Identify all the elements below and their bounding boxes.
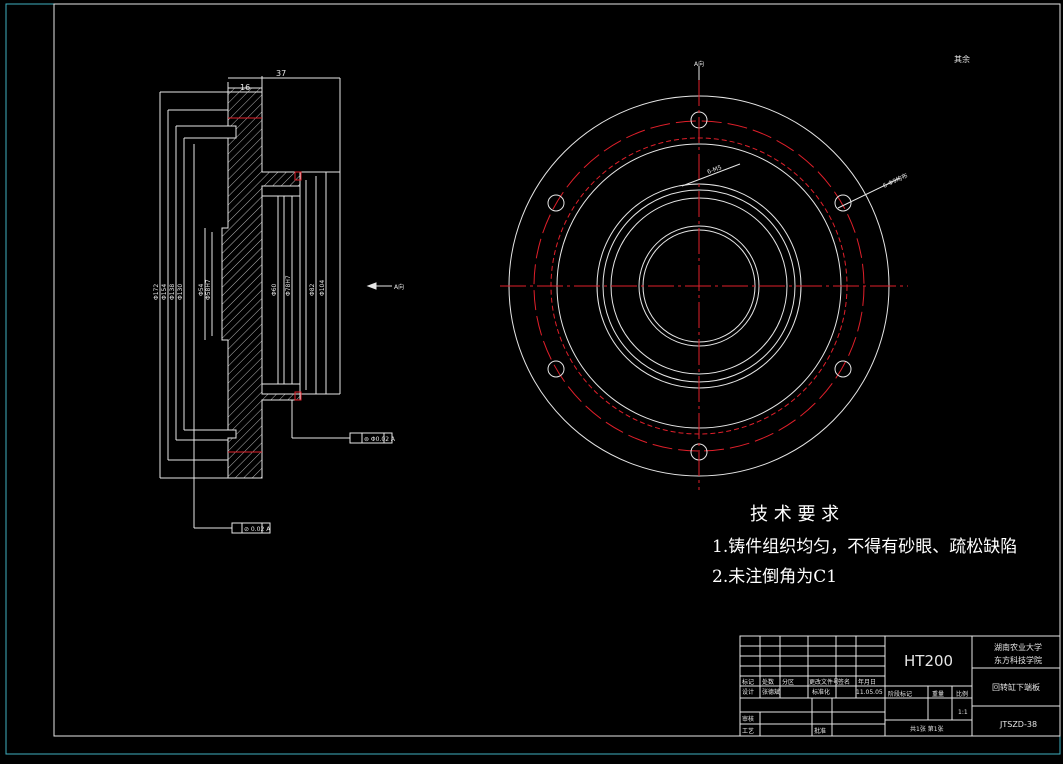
tb-header: 处数 <box>762 678 774 686</box>
tb-review: 审核 <box>742 715 754 723</box>
tb-scale-label: 比例 <box>956 690 968 698</box>
dia-label: Φ78H7 <box>285 275 292 296</box>
title-block <box>739 635 1061 737</box>
drawing-border <box>53 3 1061 737</box>
tb-school-2: 东方科技学院 <box>994 655 1042 665</box>
dim-overall: 37 <box>276 69 286 78</box>
dia-label: Φ104 <box>319 280 326 296</box>
front-view-label: A向 <box>694 60 704 68</box>
dia-label: Φ58H7 <box>205 279 212 300</box>
section-view-label: A向 <box>394 283 404 291</box>
gdt-right-label: ⊚ Φ0.02 A <box>364 436 396 443</box>
tech-req-item-2: 2.未注倒角为C1 <box>712 567 837 587</box>
tech-req-item-1: 1.铸件组织均匀，不得有砂眼、疏松缺陷 <box>712 537 1017 557</box>
tb-design-label: 设计 <box>742 688 754 696</box>
dia-label: Φ172 <box>153 284 160 300</box>
tb-approve: 批准 <box>814 727 826 735</box>
section-view <box>159 76 393 534</box>
tb-school-1: 湖南农业大学 <box>994 642 1042 652</box>
dia-label: Φ60 <box>271 283 278 296</box>
tb-standard: 标准化 <box>812 688 830 696</box>
tb-weight: 重量 <box>932 690 944 698</box>
tb-header: 签名 <box>838 678 850 686</box>
dia-label: Φ154 <box>161 284 168 300</box>
dia-label: Φ130 <box>177 284 184 300</box>
hole-callout: 6-Φ9均布 <box>881 171 908 189</box>
dia-label: Φ82 <box>309 283 316 296</box>
diameter-labels: Φ172 Φ154 Φ138 Φ130 Φ54 Φ58H7 Φ60 Φ78H7 … <box>153 275 326 300</box>
tb-process: 工艺 <box>742 727 754 735</box>
dia-label: Φ138 <box>169 284 176 300</box>
dia-label: Φ54 <box>198 283 205 296</box>
roughness-note: 其余 <box>954 54 970 64</box>
front-view <box>500 66 908 490</box>
dim-flange: 16 <box>240 83 250 92</box>
tb-header: 更改文件号 <box>809 678 839 686</box>
tb-material: HT200 <box>904 652 953 670</box>
tb-stage: 阶段标记 <box>888 690 912 698</box>
title-block-texts: 标记 处数 分区 更改文件号 签名 年月日 设计 张德斌 标准化 11.05.0… <box>742 678 968 735</box>
tb-header: 标记 <box>742 678 754 686</box>
tb-scale: 1:1 <box>958 709 968 716</box>
tb-part-title: 回转缸下端板 <box>992 682 1040 692</box>
thread-callout: 6-M5 <box>706 164 723 176</box>
tech-req-heading: 技 术 要 求 <box>750 504 839 525</box>
gdt-bottom-label: ⊘ 0.02 A <box>244 526 271 533</box>
tb-date: 11.05.05 <box>856 689 883 696</box>
tb-sheets: 共1张 第1张 <box>910 725 944 733</box>
tb-header: 分区 <box>782 678 794 686</box>
tb-drawing-code: JTSZD-38 <box>999 720 1037 729</box>
tb-header: 年月日 <box>858 678 876 686</box>
tb-designer: 张德斌 <box>762 688 780 696</box>
